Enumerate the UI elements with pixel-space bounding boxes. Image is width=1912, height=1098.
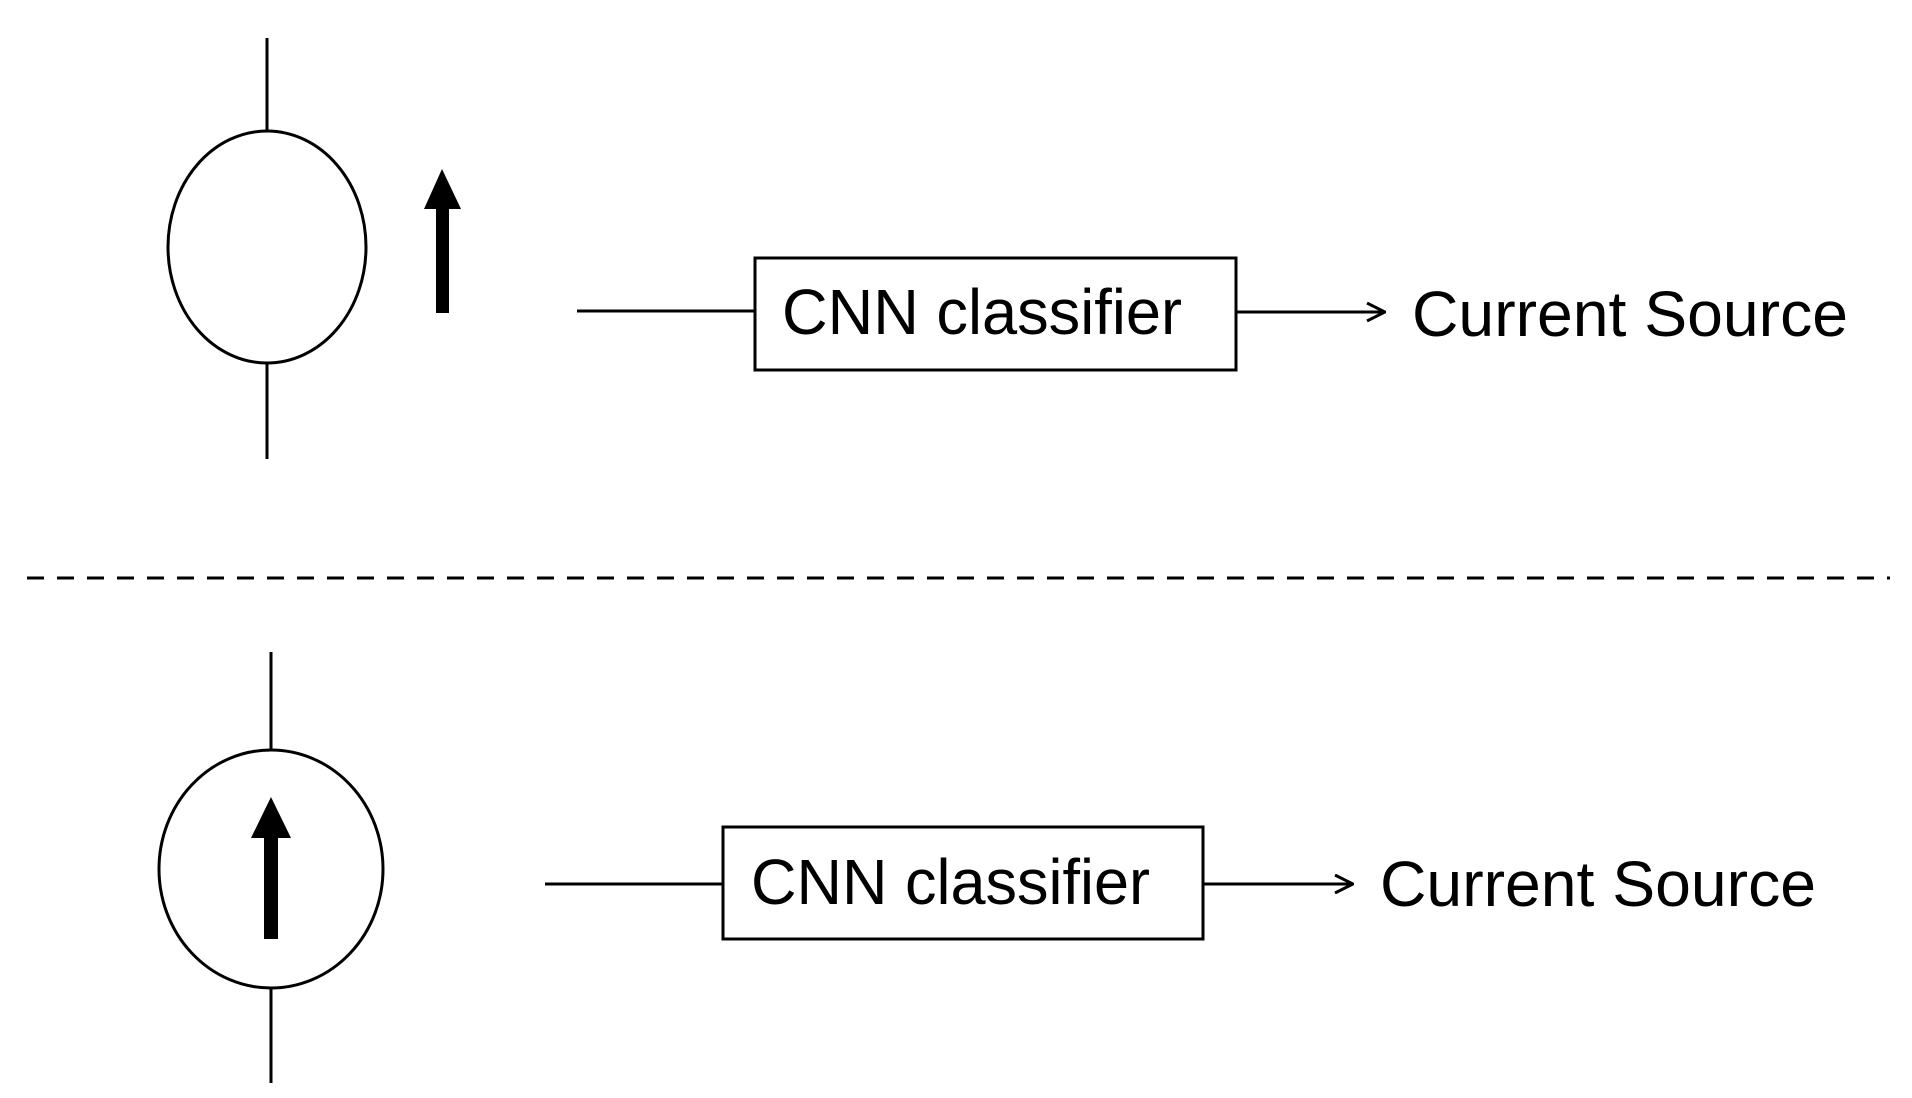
row-1-source-ellipse	[166, 129, 368, 365]
row-2: CNN classifier Current Source	[157, 652, 1816, 1083]
row-1: CNN classifier Current Source	[166, 38, 1848, 459]
row-1-classifier-label: CNN classifier	[782, 276, 1182, 348]
row-2-component-symbol	[157, 652, 385, 1083]
row-2-arrow-up-icon	[251, 797, 291, 939]
row-1-output-label: Current Source	[1412, 278, 1848, 350]
row-2-classifier-box: CNN classifier	[721, 825, 1205, 941]
row-1-arrow-up-icon	[424, 169, 461, 313]
row-1-component-symbol	[166, 38, 461, 459]
row-1-classifier-box: CNN classifier	[753, 256, 1238, 372]
row-2-output-label: Current Source	[1380, 848, 1816, 920]
row-2-classifier-label: CNN classifier	[751, 846, 1150, 918]
